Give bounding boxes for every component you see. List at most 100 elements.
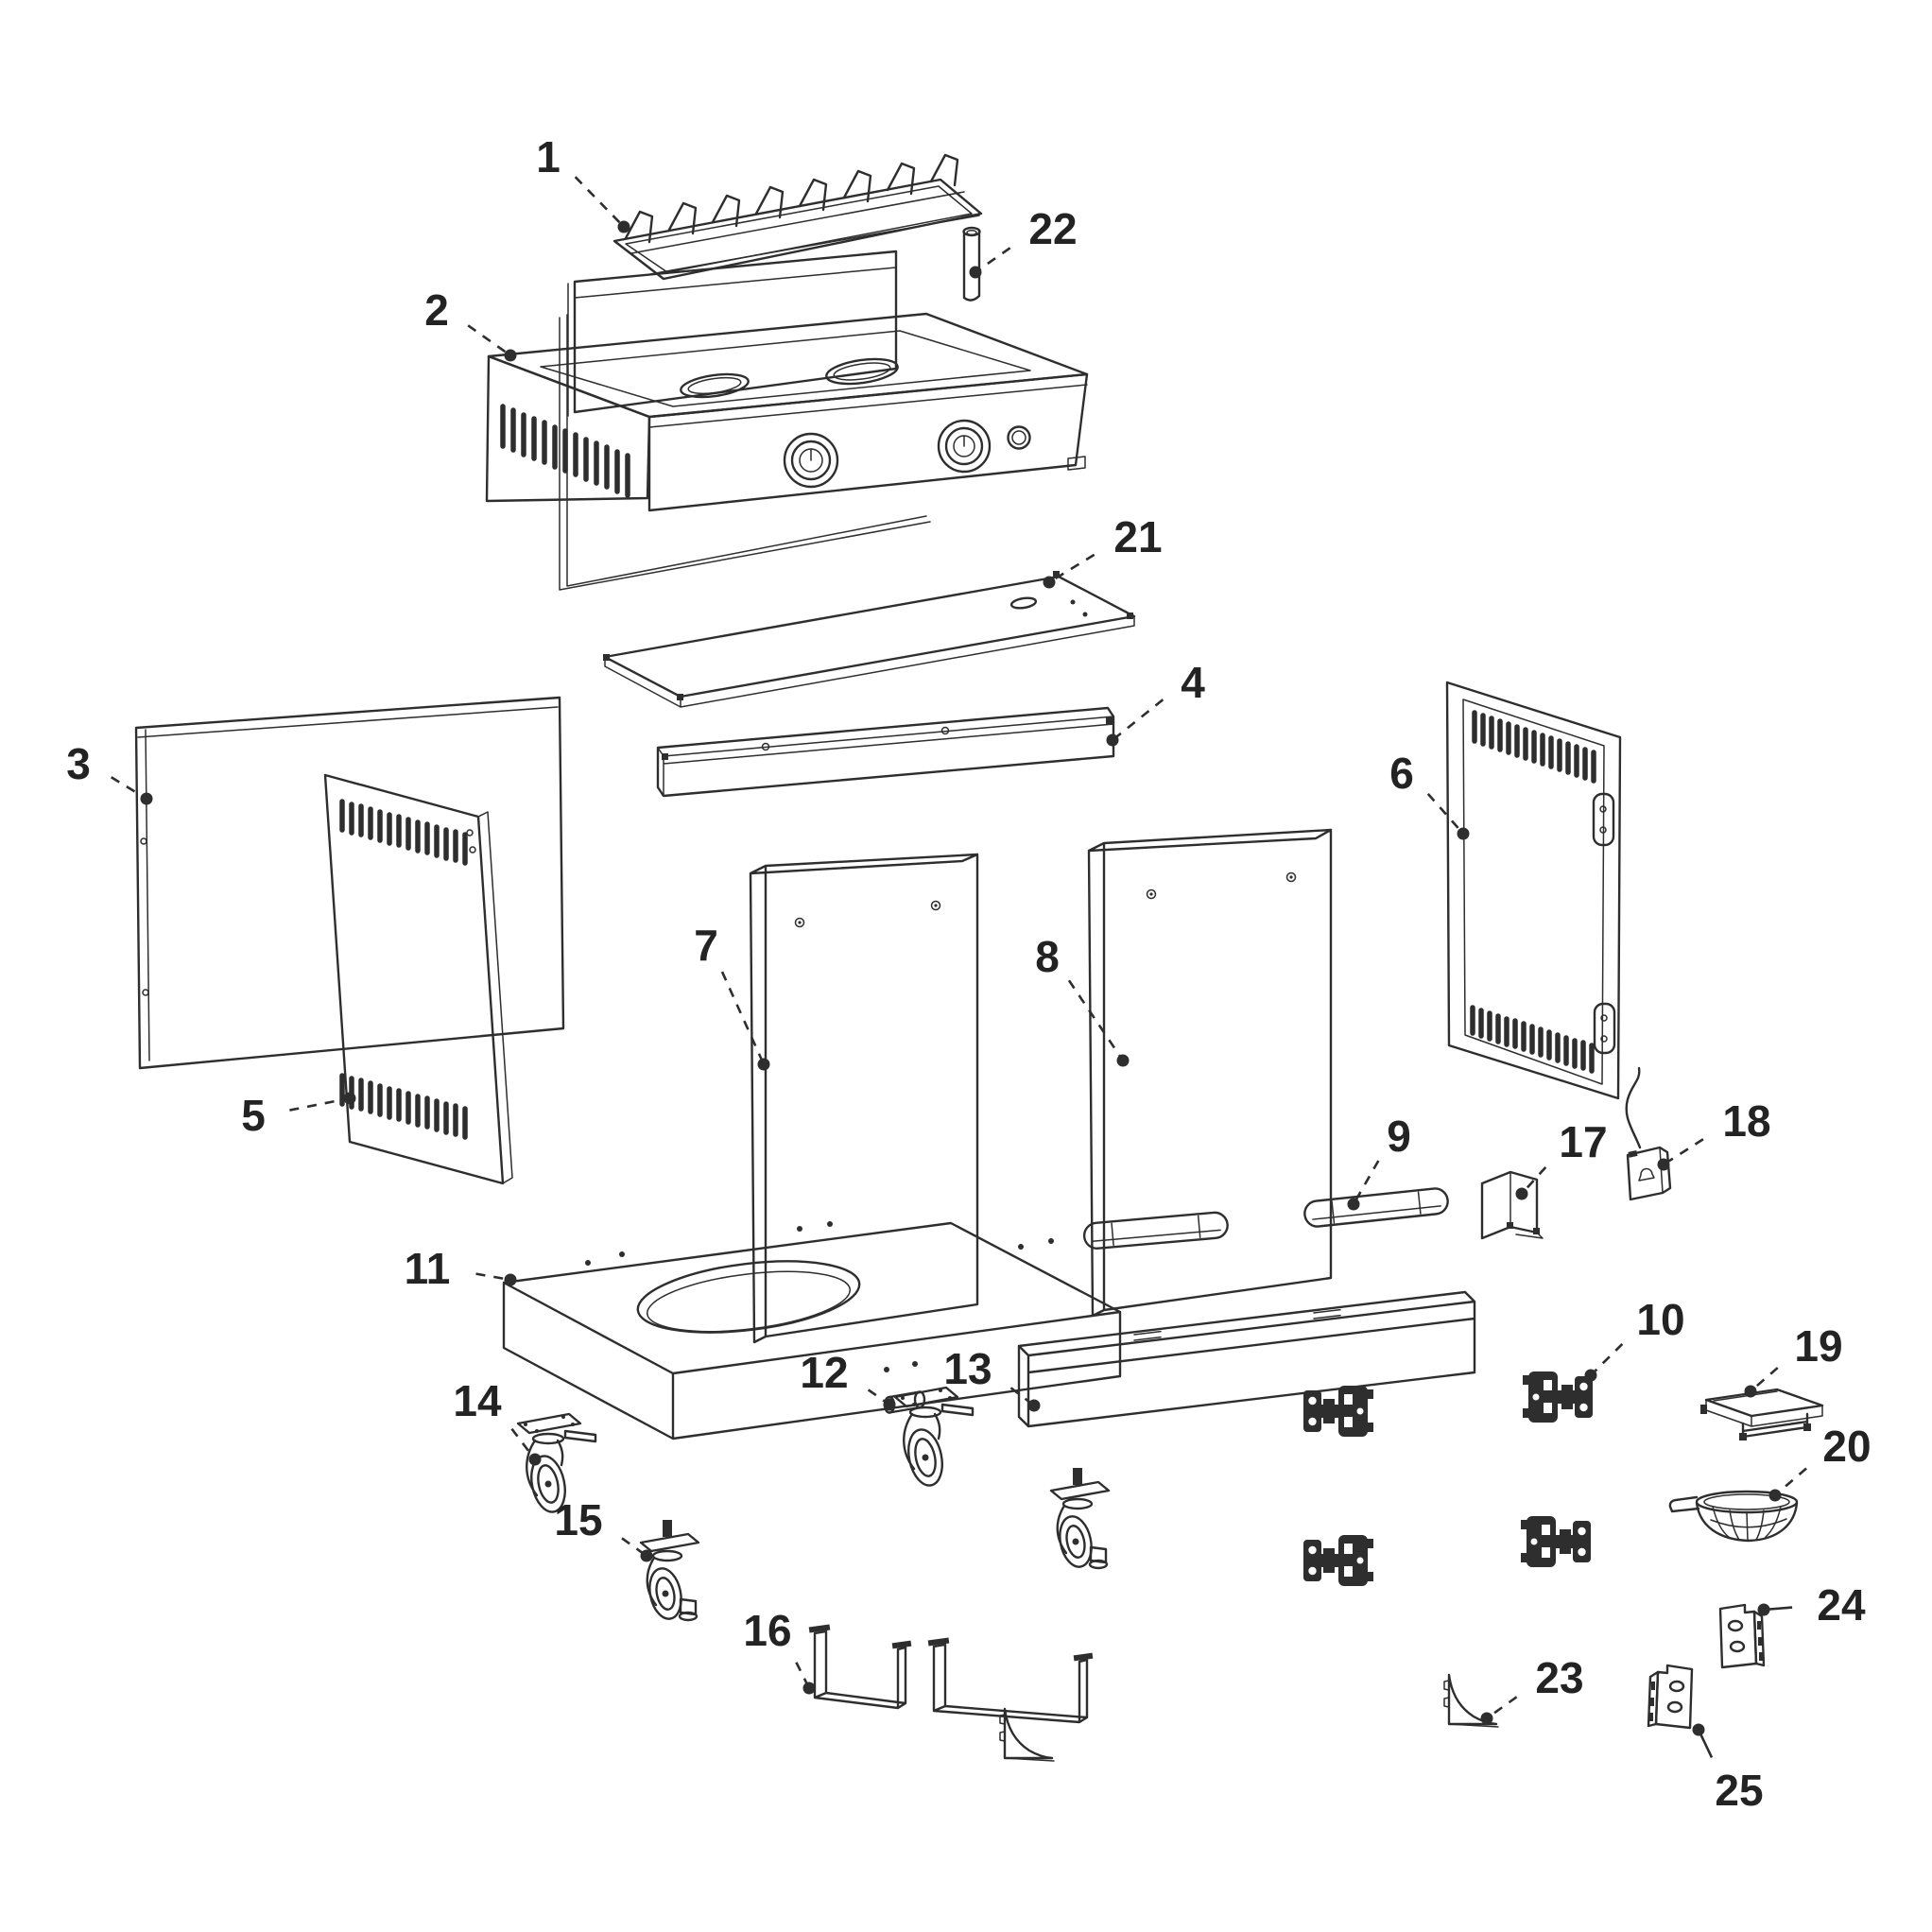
leader-dot-stem-caster	[640, 1549, 653, 1562]
callout-slide-bracket: 19	[1744, 1321, 1843, 1398]
burner-tube-illustration	[962, 226, 981, 302]
burner-grate-illustration	[612, 153, 983, 281]
door-hinge-mount-bottom	[1593, 1002, 1616, 1055]
callout-right-door-panel: 8	[1035, 932, 1130, 1067]
leader-line-heat-shield-panel	[1048, 553, 1095, 584]
vented-door-illustration	[1445, 681, 1622, 1100]
callout-igniter-box: 18	[1657, 1096, 1771, 1171]
callout-side-bracket: 17	[1515, 1117, 1608, 1200]
leader-dot-igniter-box	[1657, 1158, 1670, 1171]
igniter-button	[1007, 425, 1031, 450]
leader-line-back-panel	[111, 776, 147, 801]
door-handle-right-illustration	[1302, 1185, 1451, 1230]
callout-door-handle: 9	[1347, 1112, 1411, 1211]
part-illustrations	[134, 153, 1824, 1763]
callout-swivel-caster: 14	[453, 1376, 542, 1466]
leader-line-corner-gusset	[1486, 1696, 1518, 1720]
leader-line-grease-cup	[1774, 1467, 1807, 1496]
leader-dot-left-door-panel	[757, 1058, 770, 1071]
leader-line-base-panel	[475, 1272, 511, 1282]
callout-spacer-pin: 12	[800, 1348, 896, 1411]
part-number-label-back-support-rail: 4	[1181, 658, 1205, 707]
callout-back-support-rail: 4	[1106, 658, 1205, 747]
callout-heat-shield-panel: 21	[1043, 512, 1163, 589]
burner-knob-right	[937, 419, 992, 474]
shelf-bracket-illustration	[808, 1624, 1094, 1724]
stem-caster-illustration-1	[639, 1518, 700, 1623]
part-number-label-inner-side-panel: 5	[241, 1091, 266, 1140]
slide-bracket-illustration	[1700, 1388, 1824, 1440]
callout-front-rail: 13	[943, 1344, 1041, 1412]
hinge-plate-right-illustration	[1718, 1603, 1766, 1669]
part-number-label-vented-door: 6	[1389, 749, 1414, 798]
leader-dot-heat-shield-panel	[1043, 576, 1056, 589]
leader-line-side-bracket	[1521, 1166, 1547, 1195]
leader-dot-front-rail	[1027, 1399, 1041, 1412]
front-rail-illustration	[1017, 1290, 1476, 1428]
leader-dot-inner-side-panel	[343, 1092, 356, 1105]
side-bracket-illustration	[1480, 1170, 1544, 1240]
leader-line-left-door-panel	[720, 971, 766, 1065]
part-number-label-back-panel: 3	[66, 739, 91, 788]
part-number-label-slide-bracket: 19	[1794, 1321, 1842, 1371]
leader-dot-cooktop-unit	[504, 349, 517, 362]
splash-guard	[573, 250, 898, 414]
part-number-label-door-handle: 9	[1387, 1112, 1411, 1161]
leader-dot-slide-bracket	[1744, 1385, 1757, 1398]
leader-dot-right-door-panel	[1116, 1054, 1130, 1067]
leader-dot-back-panel	[140, 792, 153, 805]
door-hinge-illustration-2	[1523, 1371, 1593, 1423]
part-number-label-igniter-box: 18	[1722, 1096, 1770, 1146]
leader-dot-door-handle	[1347, 1198, 1360, 1211]
cooktop-unit-illustration	[485, 250, 1089, 591]
leader-line-door-hinge	[1590, 1343, 1624, 1376]
leader-dot-corner-gusset	[1480, 1712, 1493, 1725]
part-number-label-shelf-bracket: 16	[743, 1606, 791, 1655]
callout-cooktop-unit: 2	[424, 285, 517, 362]
leader-line-vented-door	[1426, 793, 1464, 835]
leader-line-back-support-rail	[1112, 699, 1164, 742]
leader-dot-vented-door	[1457, 827, 1470, 840]
part-number-label-hinge-plate-left: 25	[1715, 1766, 1763, 1815]
callout-hinge-plate-left: 25	[1692, 1723, 1764, 1815]
left-door-panel-illustration	[749, 853, 979, 1344]
leader-dot-grease-cup	[1768, 1489, 1782, 1502]
callout-vented-door: 6	[1389, 749, 1470, 840]
part-number-label-side-bracket: 17	[1559, 1117, 1607, 1166]
door-hinge-illustration-3	[1303, 1535, 1373, 1586]
leader-dot-hinge-plate-left	[1692, 1723, 1705, 1736]
leader-dot-shelf-bracket	[802, 1682, 816, 1695]
callout-inner-side-panel: 5	[241, 1091, 356, 1140]
leader-dot-spacer-pin	[883, 1398, 896, 1411]
callout-shelf-bracket: 16	[743, 1606, 816, 1695]
part-number-label-heat-shield-panel: 21	[1113, 512, 1162, 561]
part-number-label-burner-grate: 1	[536, 132, 561, 181]
leader-dot-base-panel	[504, 1273, 517, 1286]
part-number-label-hinge-plate-right: 24	[1817, 1580, 1866, 1630]
leader-line-swivel-caster	[510, 1427, 537, 1460]
part-number-label-front-rail: 13	[943, 1344, 992, 1393]
leader-line-cooktop-unit	[467, 324, 511, 357]
door-hinge-illustration-1	[1303, 1386, 1373, 1437]
callout-burner-tube: 22	[969, 204, 1078, 279]
leader-dot-door-hinge	[1584, 1369, 1597, 1382]
callout-back-panel: 3	[66, 739, 153, 805]
cooktop-left-face	[485, 354, 651, 503]
callout-burner-grate: 1	[536, 132, 630, 233]
grease-cup-illustration	[1668, 1490, 1799, 1543]
part-number-label-swivel-caster: 14	[453, 1376, 502, 1425]
callout-corner-gusset: 23	[1480, 1653, 1584, 1725]
leader-dot-hinge-plate-right	[1757, 1603, 1770, 1616]
part-number-label-right-door-panel: 8	[1035, 932, 1060, 981]
part-number-label-corner-gusset: 23	[1535, 1653, 1583, 1702]
leader-dot-side-bracket	[1515, 1187, 1528, 1200]
part-number-label-left-door-panel: 7	[694, 921, 718, 970]
part-number-label-base-panel: 11	[405, 1244, 451, 1293]
leader-dot-burner-grate	[617, 220, 630, 233]
callout-grease-cup: 20	[1768, 1422, 1872, 1502]
part-number-label-burner-tube: 22	[1028, 204, 1077, 253]
part-number-label-cooktop-unit: 2	[424, 285, 449, 335]
